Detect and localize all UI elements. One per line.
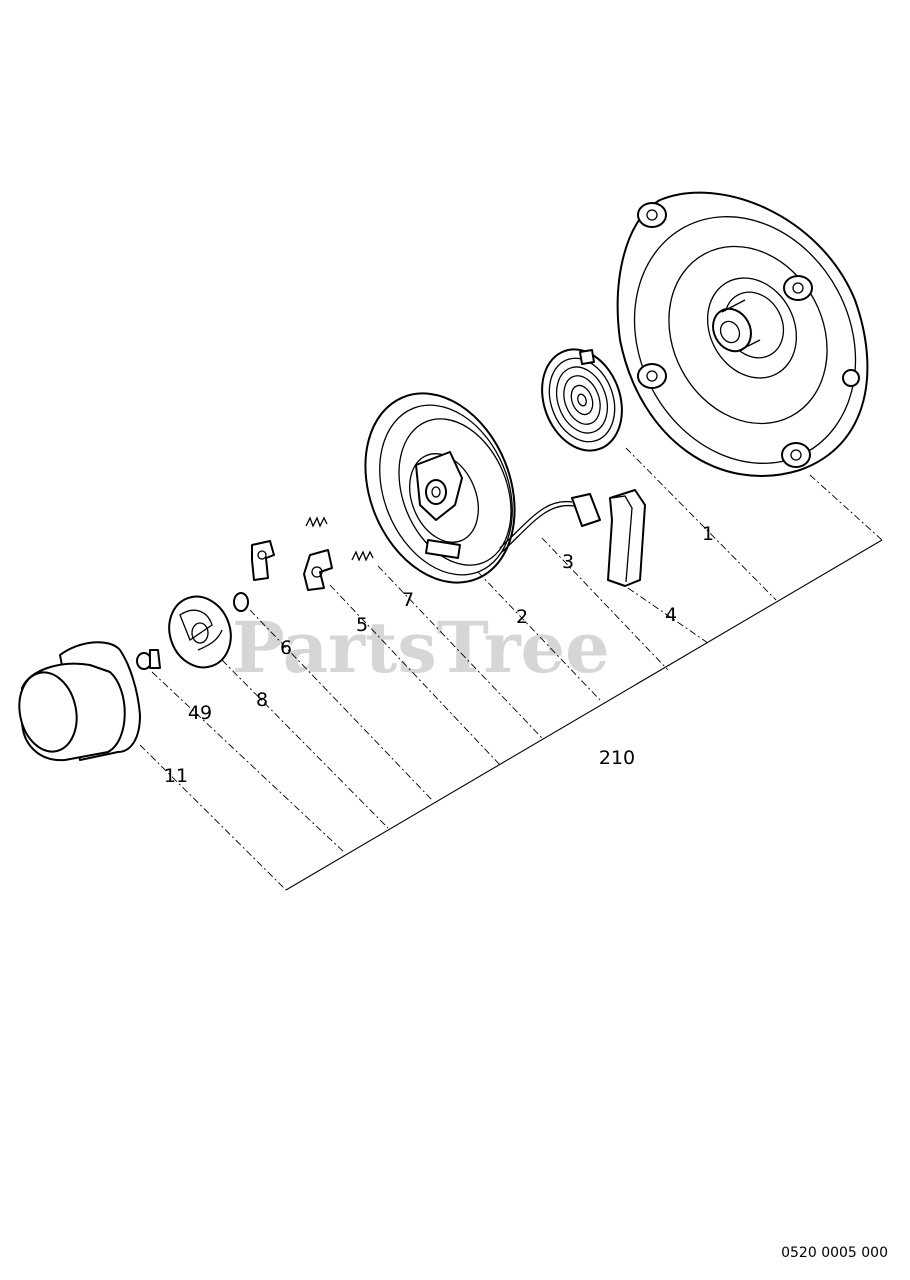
starter-handle-part[interactable]	[499, 489, 646, 587]
leader-lines	[139, 447, 883, 891]
starter-housing-part[interactable]	[592, 178, 898, 503]
callout-11: 11	[164, 765, 188, 787]
recoil-spring-part[interactable]	[529, 338, 636, 462]
document-number: 0520 0005 000	[781, 1245, 888, 1261]
pawl-spring-part[interactable]	[351, 550, 374, 562]
watermark: PartsTree	[232, 606, 610, 689]
pawl-spring-upper-part[interactable]	[305, 516, 328, 528]
rope-reel-part[interactable]	[338, 371, 541, 605]
callout-8: 8	[256, 689, 268, 711]
callout-4: 4	[665, 604, 677, 626]
callout-1: 1	[702, 523, 714, 545]
callout-2: 2	[516, 606, 528, 628]
callout-7: 7	[402, 589, 414, 611]
starter-cup-part[interactable]	[12, 641, 141, 762]
callout-6: 6	[280, 637, 292, 659]
callout-49: 49	[188, 702, 212, 724]
callout-210: 210	[599, 747, 635, 769]
circlip-part[interactable]	[233, 592, 249, 612]
screw-part[interactable]	[136, 649, 161, 670]
callout-3: 3	[562, 551, 574, 573]
pawl-part-5[interactable]	[303, 549, 333, 591]
callout-5: 5	[356, 614, 368, 636]
pawl-part-upper[interactable]	[251, 540, 275, 581]
ratchet-plate-part[interactable]	[159, 588, 240, 676]
